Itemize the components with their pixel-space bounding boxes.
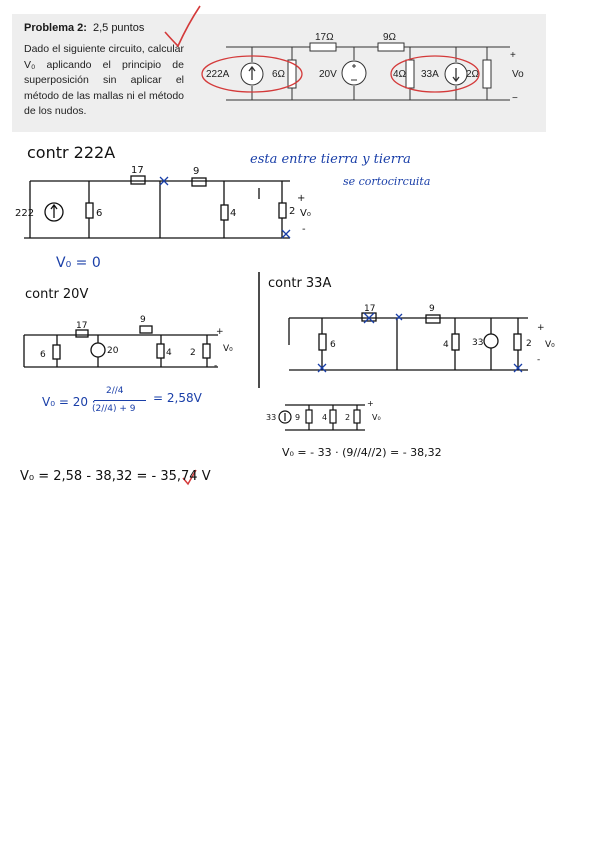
label-vo: Vo (512, 69, 524, 80)
sketch2-vo: V₀ (223, 344, 233, 354)
contr222-comment-2: se cortocircuita (343, 175, 431, 188)
sketch4-9: 9 (295, 413, 300, 422)
contr33-result: V₀ = - 33 · (9//4//2) = - 38,32 (282, 446, 442, 459)
sketch4-33: 33 (266, 413, 276, 422)
sketch3-2: 2 (526, 339, 532, 349)
label-17ohm: 17Ω (315, 32, 334, 43)
sketch2-minus: - (214, 361, 217, 371)
final-check-icon (182, 469, 197, 486)
sketch3-4: 4 (443, 340, 449, 350)
contr20-denominator: (2//4) + 9 (92, 404, 136, 414)
sketch2-plus: + (216, 327, 224, 337)
sketch1-6: 6 (96, 208, 102, 219)
sketch3-9: 9 (429, 304, 435, 314)
sketch4-4: 4 (322, 413, 327, 422)
label-plus: + (510, 50, 516, 61)
fraction-bar (94, 400, 146, 401)
label-6ohm: 6Ω (272, 69, 286, 80)
label-9ohm: 9Ω (383, 32, 397, 43)
label-222a: 222A (206, 69, 230, 80)
sketch4-vo: V₀ (372, 413, 381, 422)
contr20-title: contr 20V (25, 287, 89, 302)
label-2ohm: 2Ω (466, 69, 480, 80)
problem-statement: Dado el siguiente circuito, calcular V₀ … (24, 43, 184, 118)
check-mark-icon (164, 5, 201, 48)
label-4ohm: 4Ω (393, 69, 407, 80)
contr222-title: contr 222A (27, 143, 116, 162)
sketch1-2: 2 (289, 206, 295, 217)
label-20v: 20V (319, 69, 337, 80)
sketch1-vo: V₀ (300, 208, 311, 219)
sketch1-17: 17 (131, 165, 144, 176)
sketch-20v (23, 325, 218, 368)
contr222-comment-1: esta entre tierra y tierra (250, 152, 411, 167)
sketch2-9: 9 (140, 315, 146, 325)
sketch2-6: 6 (40, 350, 46, 360)
sketch2-4: 4 (166, 348, 172, 358)
sketch1-222: 222 (15, 208, 34, 219)
contr222-result: V₀ = 0 (56, 255, 101, 271)
sketch4-plus: + (367, 399, 374, 408)
contr20-numerator: 2//4 (106, 386, 124, 396)
red-oval-right (390, 55, 480, 93)
contr33-title: contr 33A (268, 276, 332, 291)
problem-title: Problema 2:2,5 puntos (24, 22, 145, 34)
sketch3-minus: - (537, 355, 540, 365)
sketch2-2: 2 (190, 348, 196, 358)
sketch3-17: 17 (364, 304, 375, 314)
red-oval-left (201, 55, 303, 93)
sketch2-17: 17 (76, 321, 87, 331)
sketch4-2: 2 (345, 413, 350, 422)
sketch-33a-reduced (278, 404, 365, 431)
sketch1-4: 4 (230, 208, 236, 219)
sketch1-minus: - (302, 224, 306, 235)
sketch3-6: 6 (330, 340, 336, 350)
printed-circuit (226, 42, 510, 101)
sketch1-plus: + (297, 193, 305, 204)
sketch1-9: 9 (193, 166, 199, 177)
final-result: V₀ = 2,58 - 38,32 = - 35,74 V (20, 469, 211, 484)
label-minus: − (512, 93, 518, 104)
contr20-result-a: V₀ = 20 · (42, 395, 96, 409)
sketch-222a (24, 175, 290, 239)
label-33a: 33A (421, 69, 439, 80)
sketch3-33: 33 (472, 338, 483, 348)
sketch-33a (288, 312, 528, 371)
contr20-result-b: = 2,58V (153, 391, 202, 405)
sketch3-plus: + (537, 323, 545, 333)
sketch2-20: 20 (107, 346, 119, 356)
sketch3-vo: V₀ (545, 340, 555, 350)
